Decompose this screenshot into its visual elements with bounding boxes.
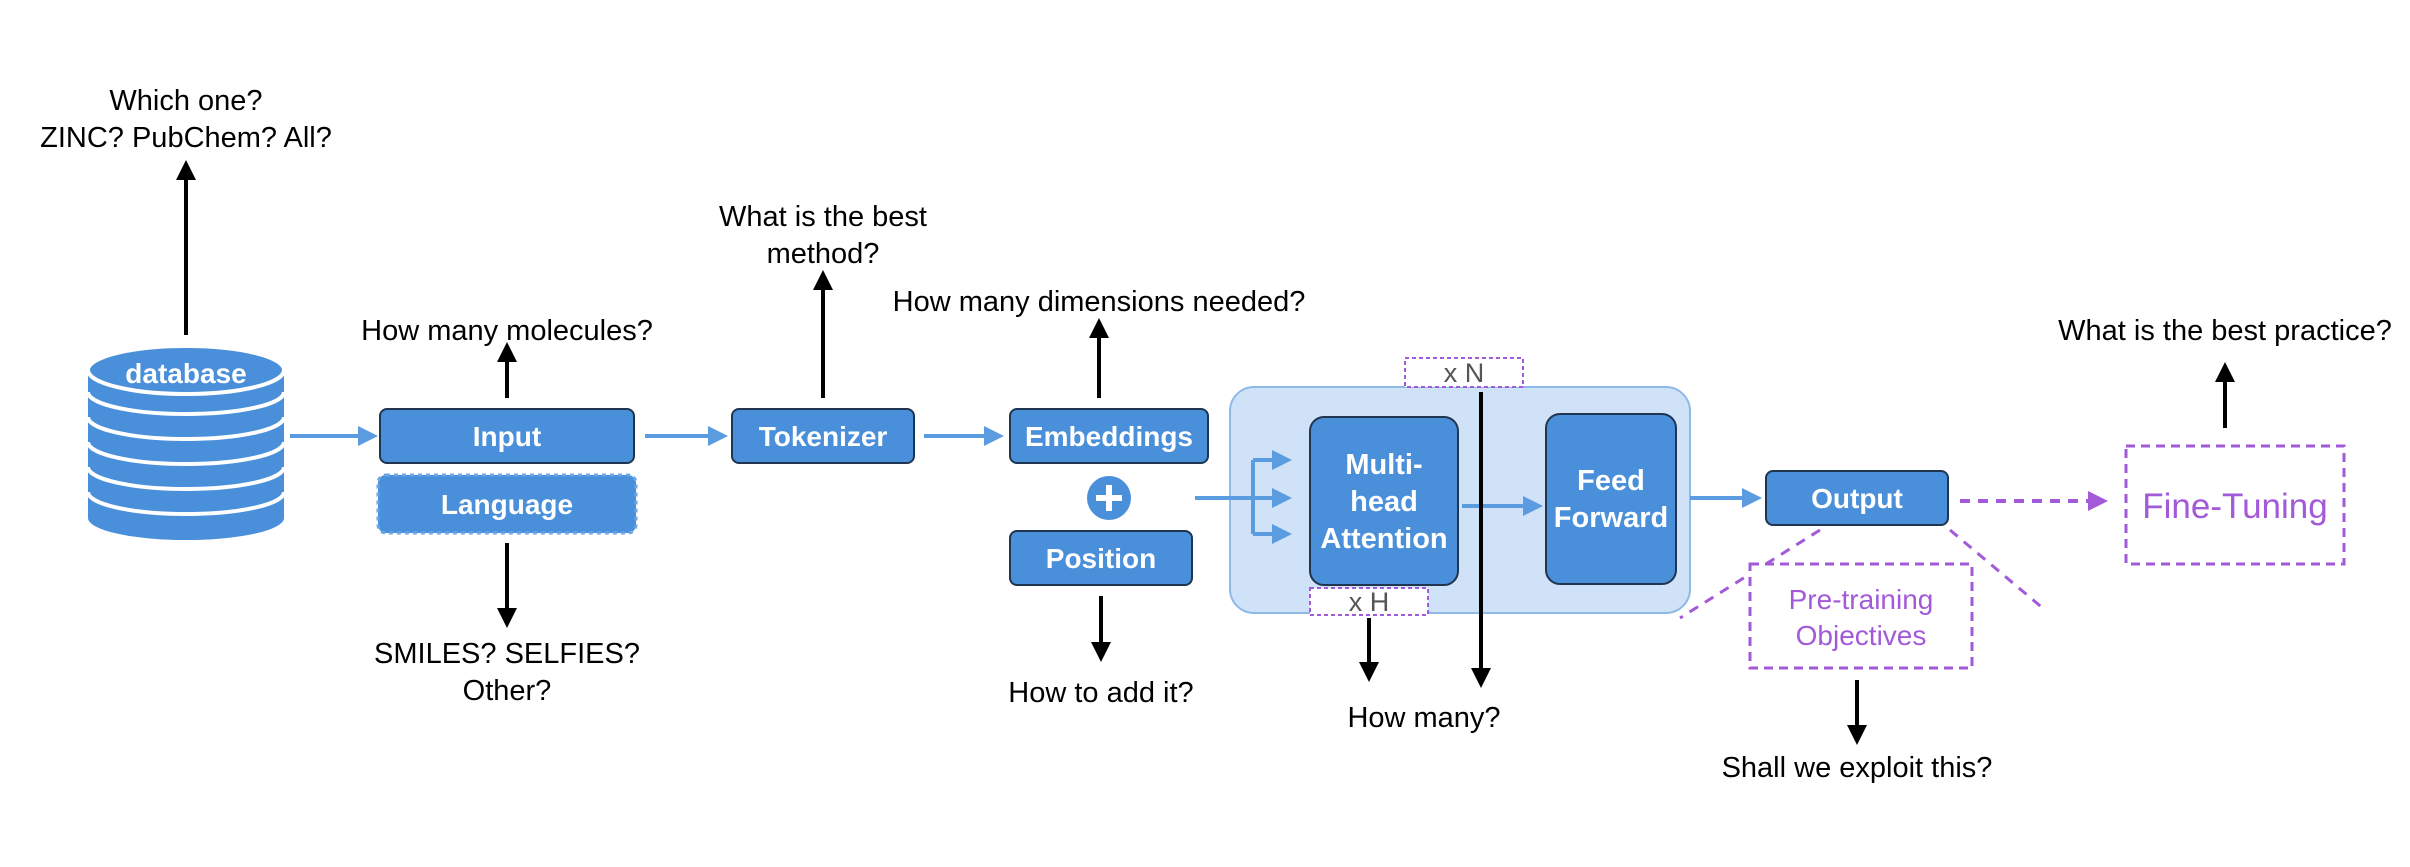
finetuning-box <box>2124 444 2346 566</box>
pretraining-flare-right <box>1949 528 2046 612</box>
plus-circle-icon <box>1087 476 1131 520</box>
output-label: Output <box>1811 483 1903 514</box>
database-label: database <box>125 358 246 389</box>
attention-label-line2: head <box>1350 486 1418 518</box>
pretraining-flare-left <box>1679 528 1821 620</box>
feed-forward-label-line2: Forward <box>1554 502 1668 534</box>
output-box <box>1765 470 1949 526</box>
pretraining-label-line1: Pre-training <box>1789 584 1934 615</box>
tokenizer-question-line2: method? <box>767 238 880 270</box>
embeddings-label: Embeddings <box>1025 421 1193 452</box>
tokenizer-question-line1: What is the best <box>719 201 927 233</box>
database-question-line2: ZINC? PubChem? All? <box>40 122 332 154</box>
position-box <box>1009 530 1193 586</box>
attention-box <box>1309 416 1459 586</box>
finetuning-question: What is the best practice? <box>2058 315 2392 347</box>
embeddings-question: How many dimensions needed? <box>893 286 1306 318</box>
pretraining-box <box>1748 562 1974 670</box>
attention-entry-arrows <box>1195 450 1292 544</box>
position-label: Position <box>1046 543 1156 574</box>
feed-forward-box <box>1545 413 1677 585</box>
pretraining-question: Shall we exploit this? <box>1722 752 1993 784</box>
times-h-badge <box>1309 587 1429 616</box>
language-box <box>376 473 638 535</box>
tokenizer-box <box>731 408 915 464</box>
times-h-label: x H <box>1349 587 1390 617</box>
language-question-line2: Other? <box>463 675 552 707</box>
input-box <box>379 408 635 464</box>
attention-label-line3: Attention <box>1320 523 1447 555</box>
input-label: Input <box>473 421 541 452</box>
times-n-badge <box>1404 357 1524 388</box>
tokenizer-label: Tokenizer <box>759 421 888 452</box>
language-question-line1: SMILES? SELFIES? <box>374 638 640 670</box>
feed-forward-label-line1: Feed <box>1577 465 1645 497</box>
layers-question: How many? <box>1347 702 1500 734</box>
pretraining-label-line2: Objectives <box>1796 620 1927 651</box>
database-question-line1: Which one? <box>109 85 262 117</box>
times-n-label: x N <box>1444 358 1485 388</box>
input-question: How many molecules? <box>361 315 653 347</box>
embeddings-box <box>1009 408 1209 464</box>
language-label: Language <box>441 489 573 520</box>
position-question: How to add it? <box>1008 677 1193 709</box>
attention-label-line1: Multi- <box>1345 449 1422 481</box>
finetuning-label: Fine-Tuning <box>2142 487 2327 526</box>
database-cylinder-icon <box>86 344 286 540</box>
